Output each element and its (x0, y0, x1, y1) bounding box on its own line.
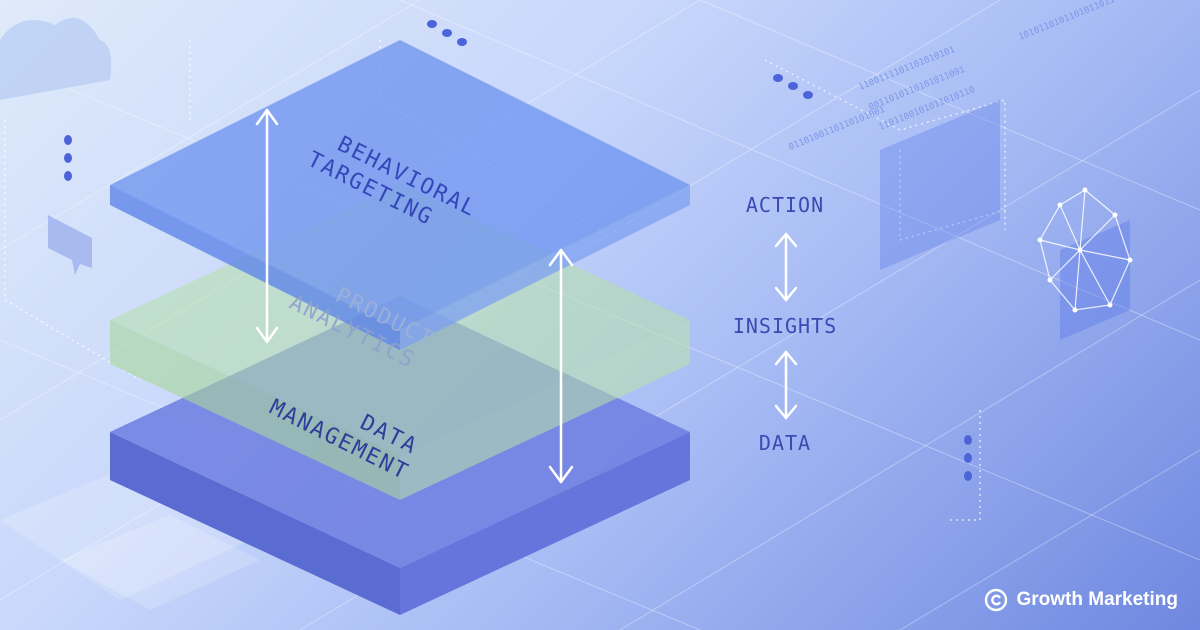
flow-label-action: ACTION (746, 193, 824, 217)
flow-label-data: DATA (759, 431, 811, 455)
brand-logo: Growth Marketing (984, 588, 1178, 612)
wireframe-head-icon (1037, 187, 1133, 313)
flow-arrow-upper-icon (774, 232, 798, 302)
stack-arrow-left-icon (255, 108, 279, 344)
binary-row: 1010110101101011011 (1017, 0, 1116, 43)
flow-label-insights: INSIGHTS (733, 314, 837, 338)
layer-behavioral-targeting (110, 40, 690, 350)
stack-arrow-right-icon (548, 248, 574, 484)
flow-arrow-lower-icon (774, 350, 798, 420)
c-circle-logo-icon (985, 588, 1008, 612)
binary-row: 0110100110110101001 (787, 105, 886, 153)
binary-row: 1100111101101010101 (857, 45, 956, 93)
brand-name: Growth Marketing (1016, 589, 1178, 610)
